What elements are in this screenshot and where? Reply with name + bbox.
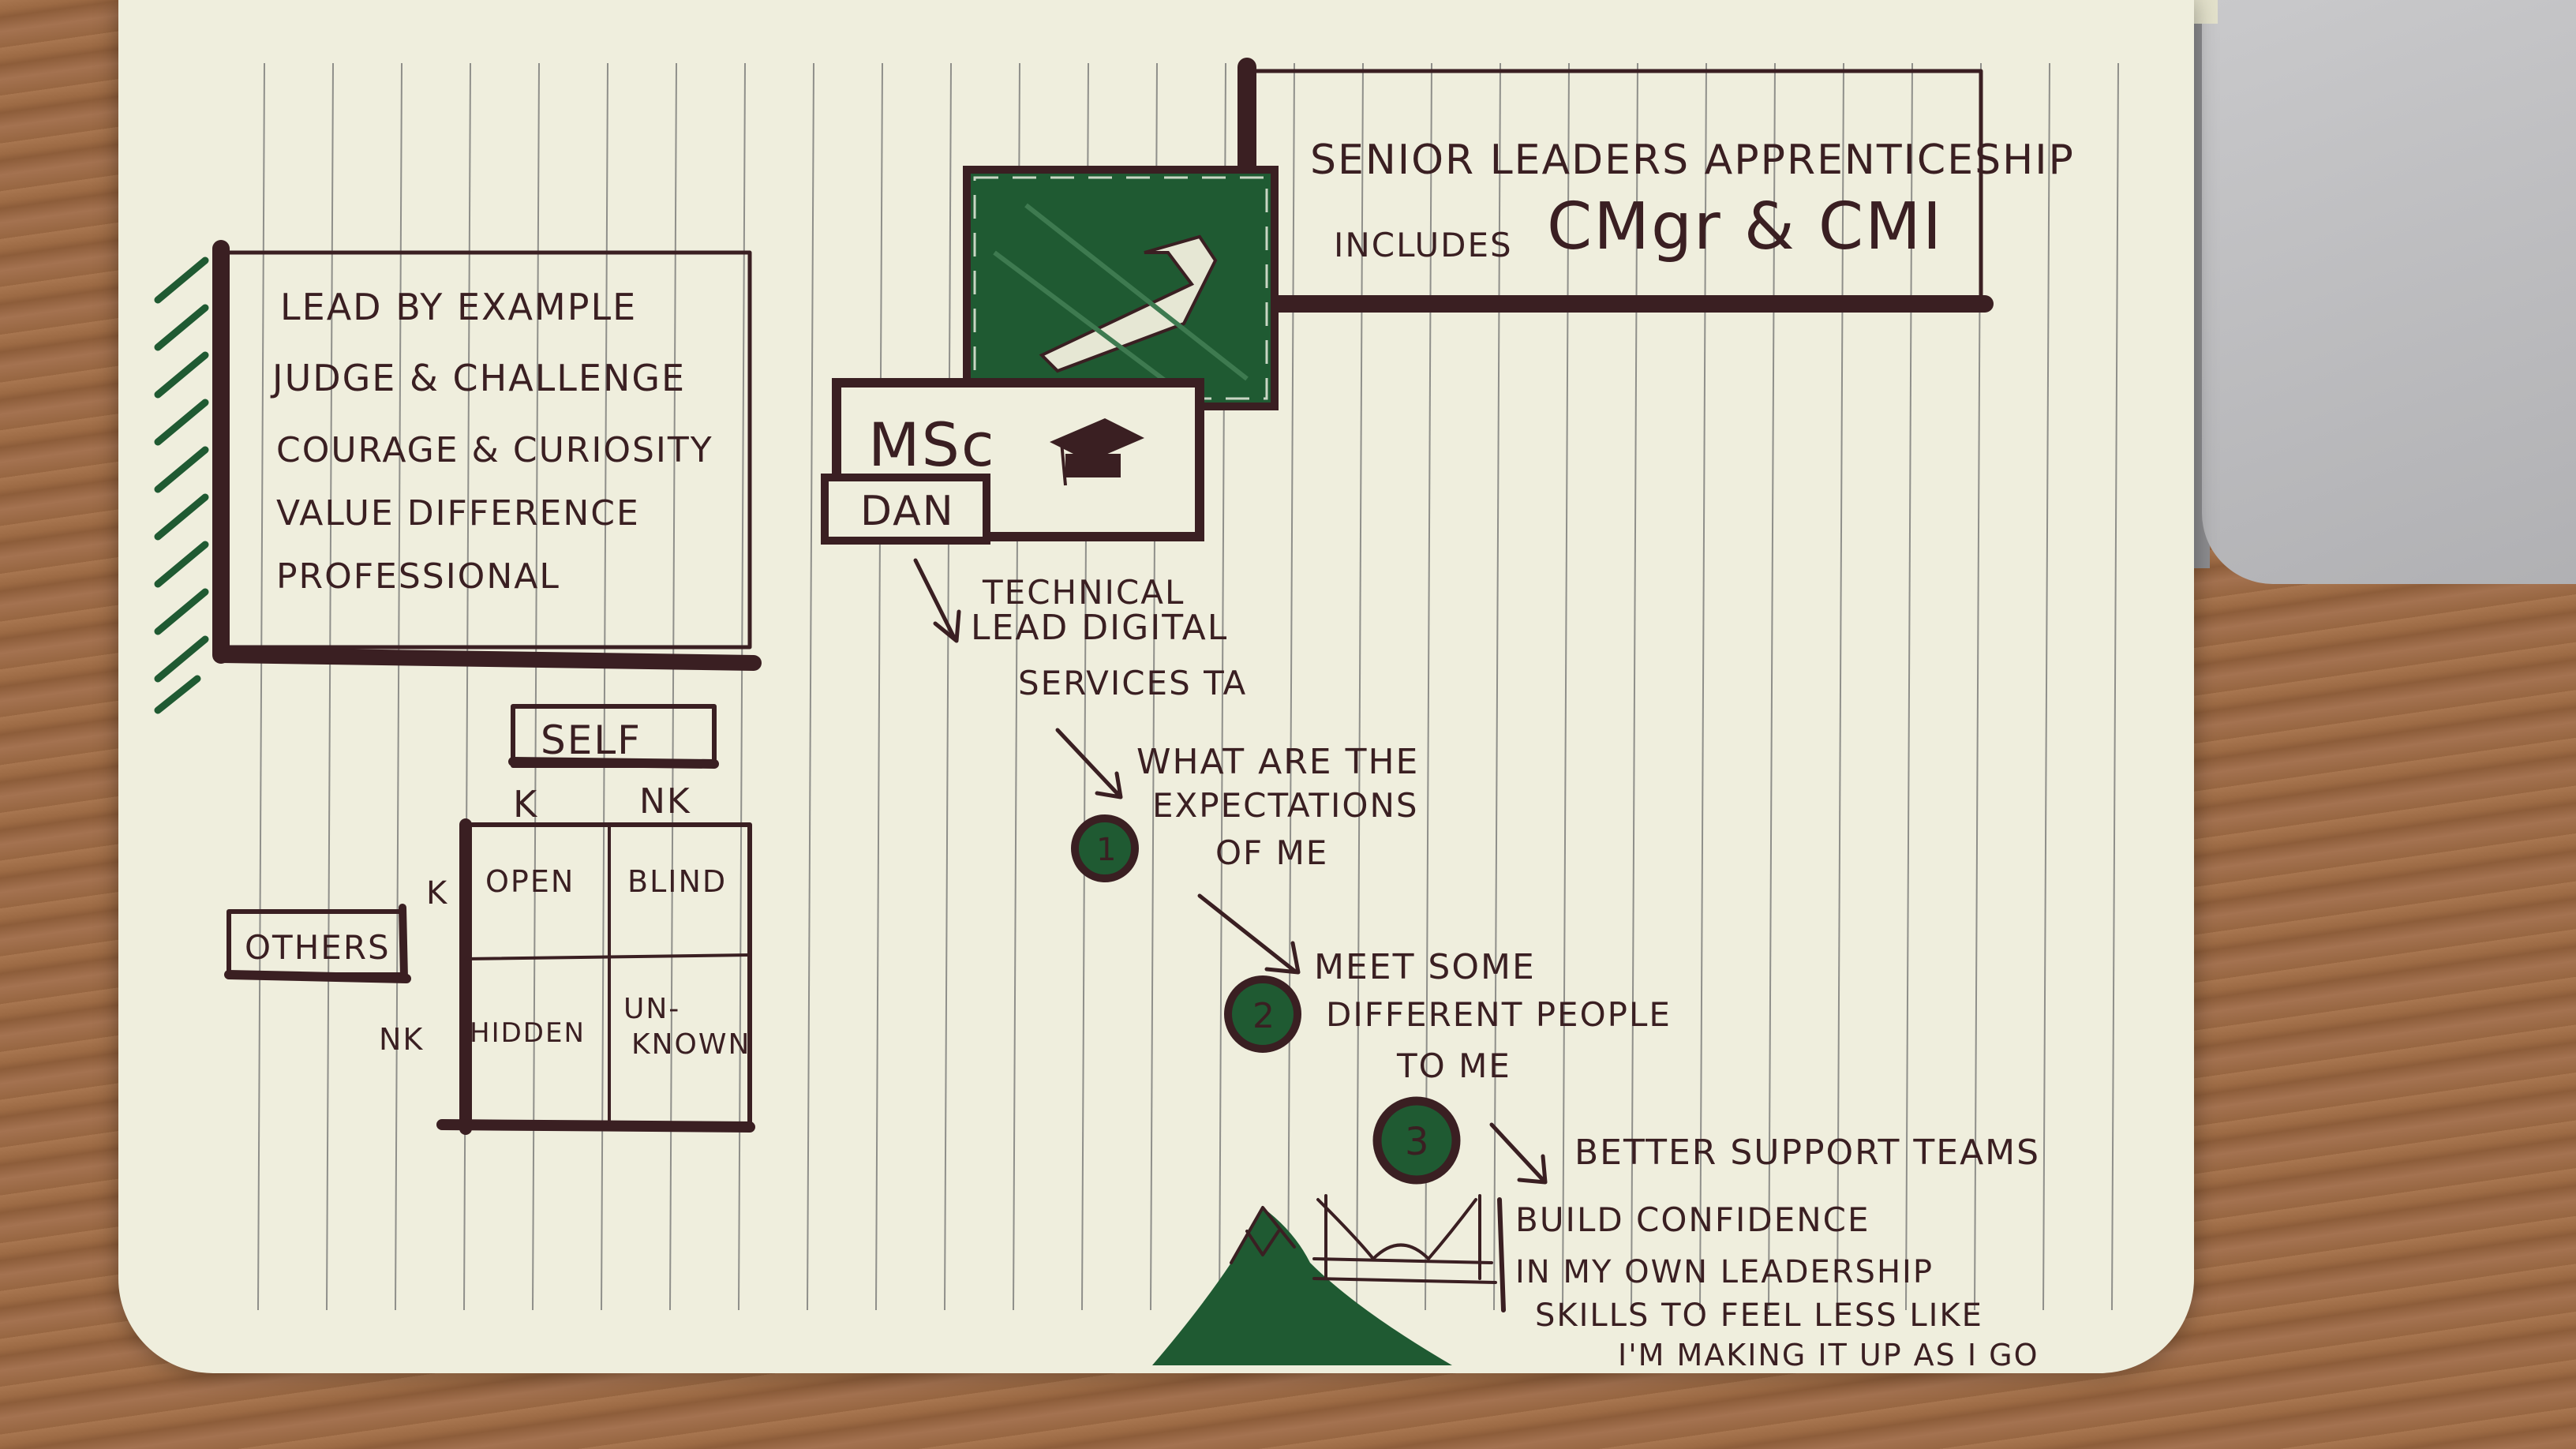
value-line: LEAD BY EXAMPLE xyxy=(280,286,637,328)
quadrant-open: OPEN xyxy=(485,864,575,899)
value-line: JUDGE & CHALLENGE xyxy=(270,357,686,399)
column-label-not-known: NK xyxy=(639,781,691,822)
row-label-known: K xyxy=(426,875,448,912)
value-line: COURAGE & CURIOSITY xyxy=(276,430,713,470)
notebook-sketch: LEAD BY EXAMPLE JUDGE & CHALLENGE COURAG… xyxy=(118,0,2194,1373)
value-line: PROFESSIONAL xyxy=(276,556,560,597)
apprenticeship-box: SENIOR LEADERS APPRENTICESHIP INCLUDES C… xyxy=(1243,67,2075,316)
goal-3: 3 BETTER SUPPORT TEAMS BUILD CONFIDENCE … xyxy=(1377,1101,2040,1372)
value-line: VALUE DIFFERENCE xyxy=(276,493,640,534)
goal-line: EXPECTATIONS xyxy=(1152,786,1419,825)
role-line: SERVICES TA xyxy=(1018,664,1247,702)
mountain-bridge-sketch xyxy=(1152,1196,1496,1365)
quadrant-unknown: UN- xyxy=(623,993,680,1025)
ruled-line xyxy=(2043,63,2050,1310)
goal-number: 1 xyxy=(1096,832,1116,868)
column-label-known: K xyxy=(513,783,538,826)
goal-line: IN MY OWN LEADERSHIP xyxy=(1515,1254,1934,1290)
goal-line: BUILD CONFIDENCE xyxy=(1515,1200,1870,1239)
ruled-line xyxy=(327,63,333,1310)
goal-line: SKILLS TO FEEL LESS LIKE xyxy=(1535,1297,1983,1334)
role-line: LEAD DIGITAL xyxy=(971,608,1228,648)
quadrant-hidden: HIDDEN xyxy=(470,1017,586,1049)
goal-line: TO ME xyxy=(1396,1046,1511,1085)
name-label: DAN xyxy=(860,488,955,535)
goal-1: 1 WHAT ARE THE EXPECTATIONS OF ME xyxy=(1058,730,1419,878)
ruled-line xyxy=(876,63,882,1310)
goal-2: 2 MEET SOME DIFFERENT PEOPLE TO ME xyxy=(1200,896,1672,1085)
quadrant-blind: BLIND xyxy=(627,864,727,899)
certificate-sketch xyxy=(967,170,1275,406)
ruled-line xyxy=(1288,63,1294,1310)
goal-line: I'M MAKING IT UP AS I GO xyxy=(1618,1338,2039,1372)
goal-line: BETTER SUPPORT TEAMS xyxy=(1574,1133,2040,1173)
row-label-not-known: NK xyxy=(379,1022,424,1057)
ruled-line xyxy=(807,63,814,1310)
role-text: TECHNICAL LEAD DIGITAL SERVICES TA xyxy=(971,573,1247,702)
ruled-line xyxy=(258,63,264,1310)
goal-line: MEET SOME xyxy=(1314,947,1536,987)
goal-line: OF ME xyxy=(1215,833,1328,872)
goal-number: 3 xyxy=(1405,1120,1429,1164)
notebook-page: LEAD BY EXAMPLE JUDGE & CHALLENGE COURAG… xyxy=(118,0,2194,1373)
role-line: TECHNICAL xyxy=(982,573,1185,612)
apprenticeship-includes: INCLUDES xyxy=(1334,226,1513,264)
apprenticeship-qualifications: CMgr & CMI xyxy=(1547,189,1943,264)
apprenticeship-title: SENIOR LEADERS APPRENTICESHIP xyxy=(1310,137,2075,184)
msc-label: MSc xyxy=(868,410,996,480)
ruled-line xyxy=(2112,63,2118,1310)
ruled-line xyxy=(945,63,951,1310)
quadrant-unknown: KNOWN xyxy=(631,1028,751,1061)
others-label: OTHERS xyxy=(245,928,391,967)
name-box: DAN xyxy=(825,477,987,541)
laptop-lid xyxy=(2202,0,2576,584)
green-hatching xyxy=(158,260,205,710)
goal-line: WHAT ARE THE xyxy=(1136,742,1419,782)
goal-line: DIFFERENT PEOPLE xyxy=(1326,995,1672,1034)
ruled-line xyxy=(395,63,402,1310)
goal-number: 2 xyxy=(1252,996,1275,1036)
self-label: SELF xyxy=(541,717,642,763)
